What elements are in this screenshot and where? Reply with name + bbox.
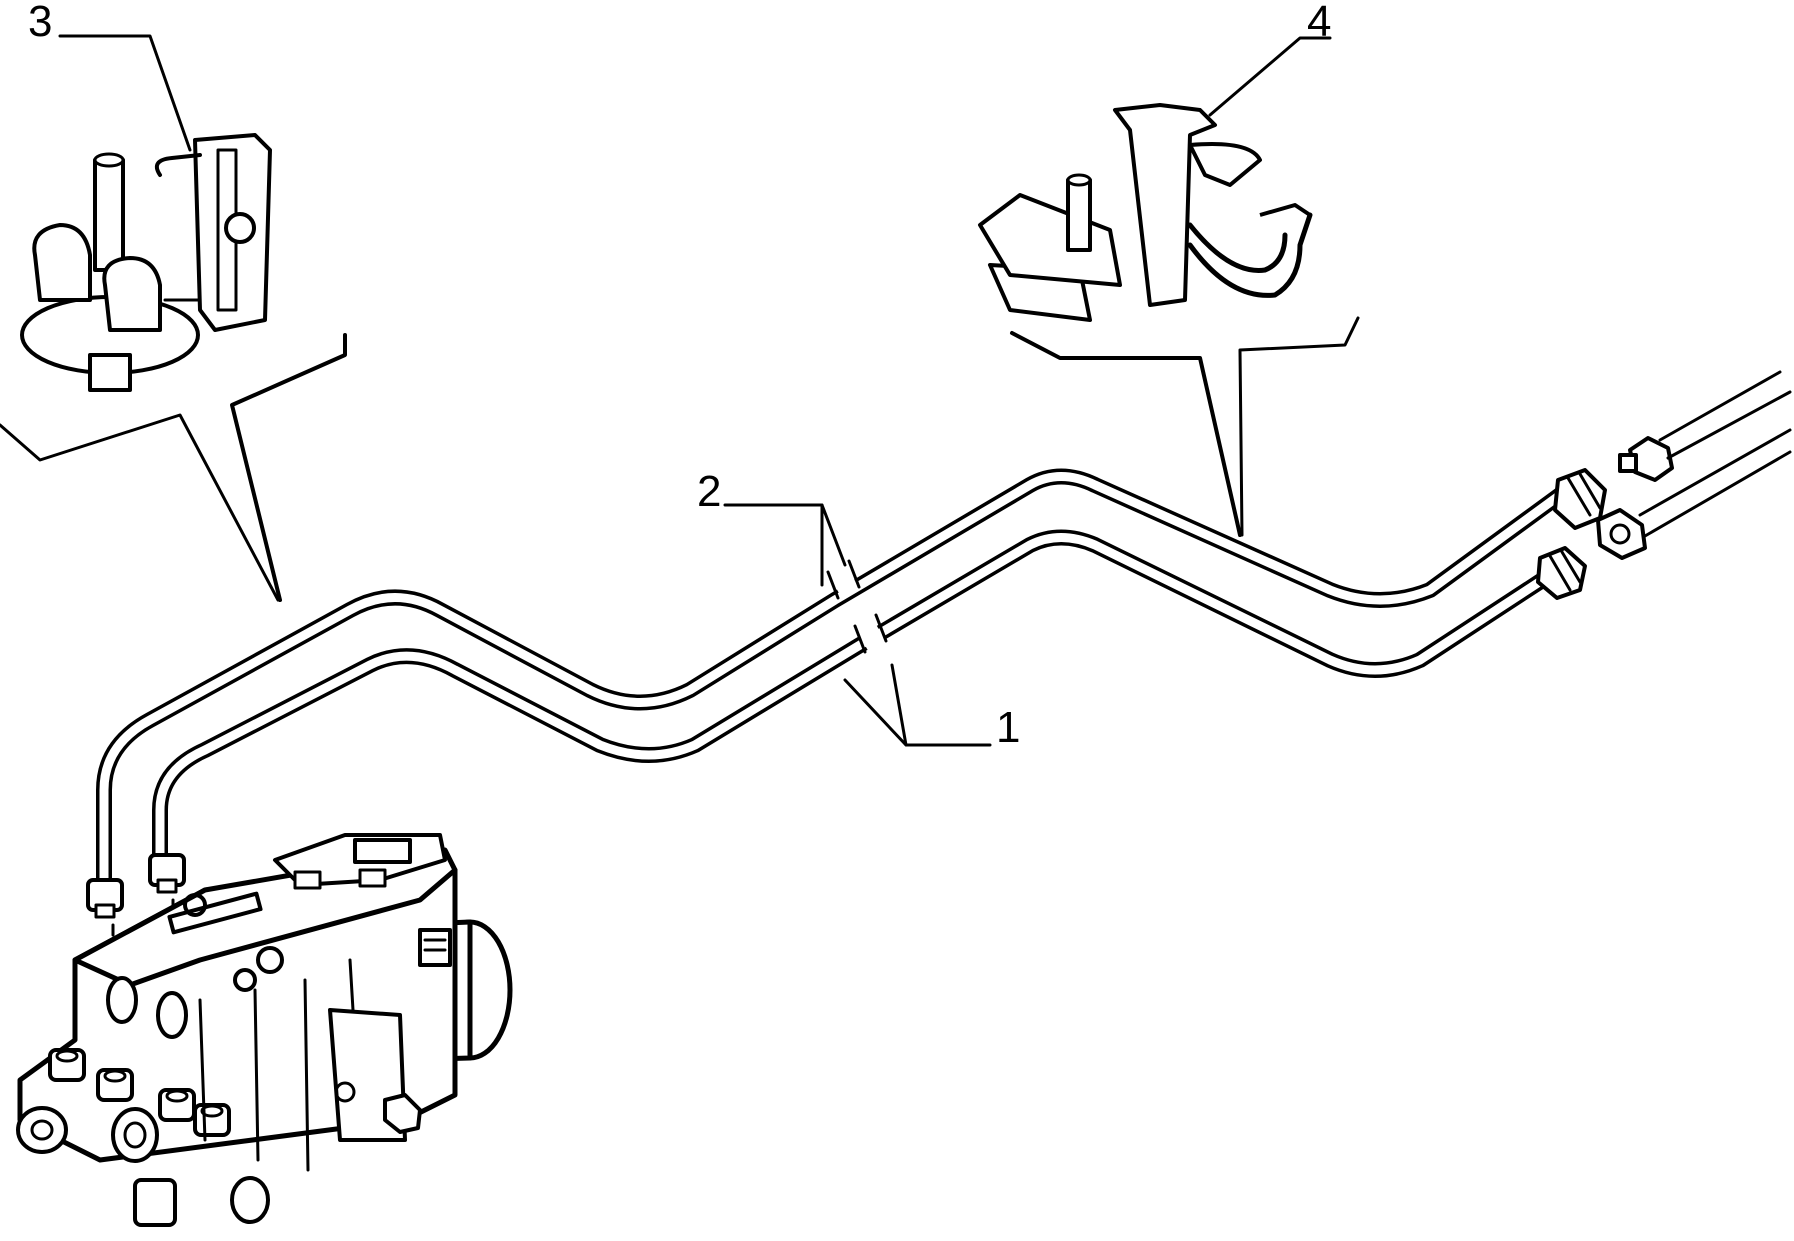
clip-3 [20, 133, 272, 392]
abs-hydraulic-unit [16, 833, 513, 1227]
brake-pipe-2 [96, 468, 1568, 898]
pipe-end-fittings [1536, 370, 1792, 600]
brake-pipe-1 [152, 529, 1558, 868]
callout-label-1: 1 [996, 703, 1021, 752]
callout-label-3: 3 [28, 0, 53, 46]
leader-lines [0, 34, 1360, 747]
clip-4 [978, 103, 1313, 322]
callout-label-2: 2 [697, 467, 722, 516]
callout-label-4: 4 [1307, 0, 1332, 46]
